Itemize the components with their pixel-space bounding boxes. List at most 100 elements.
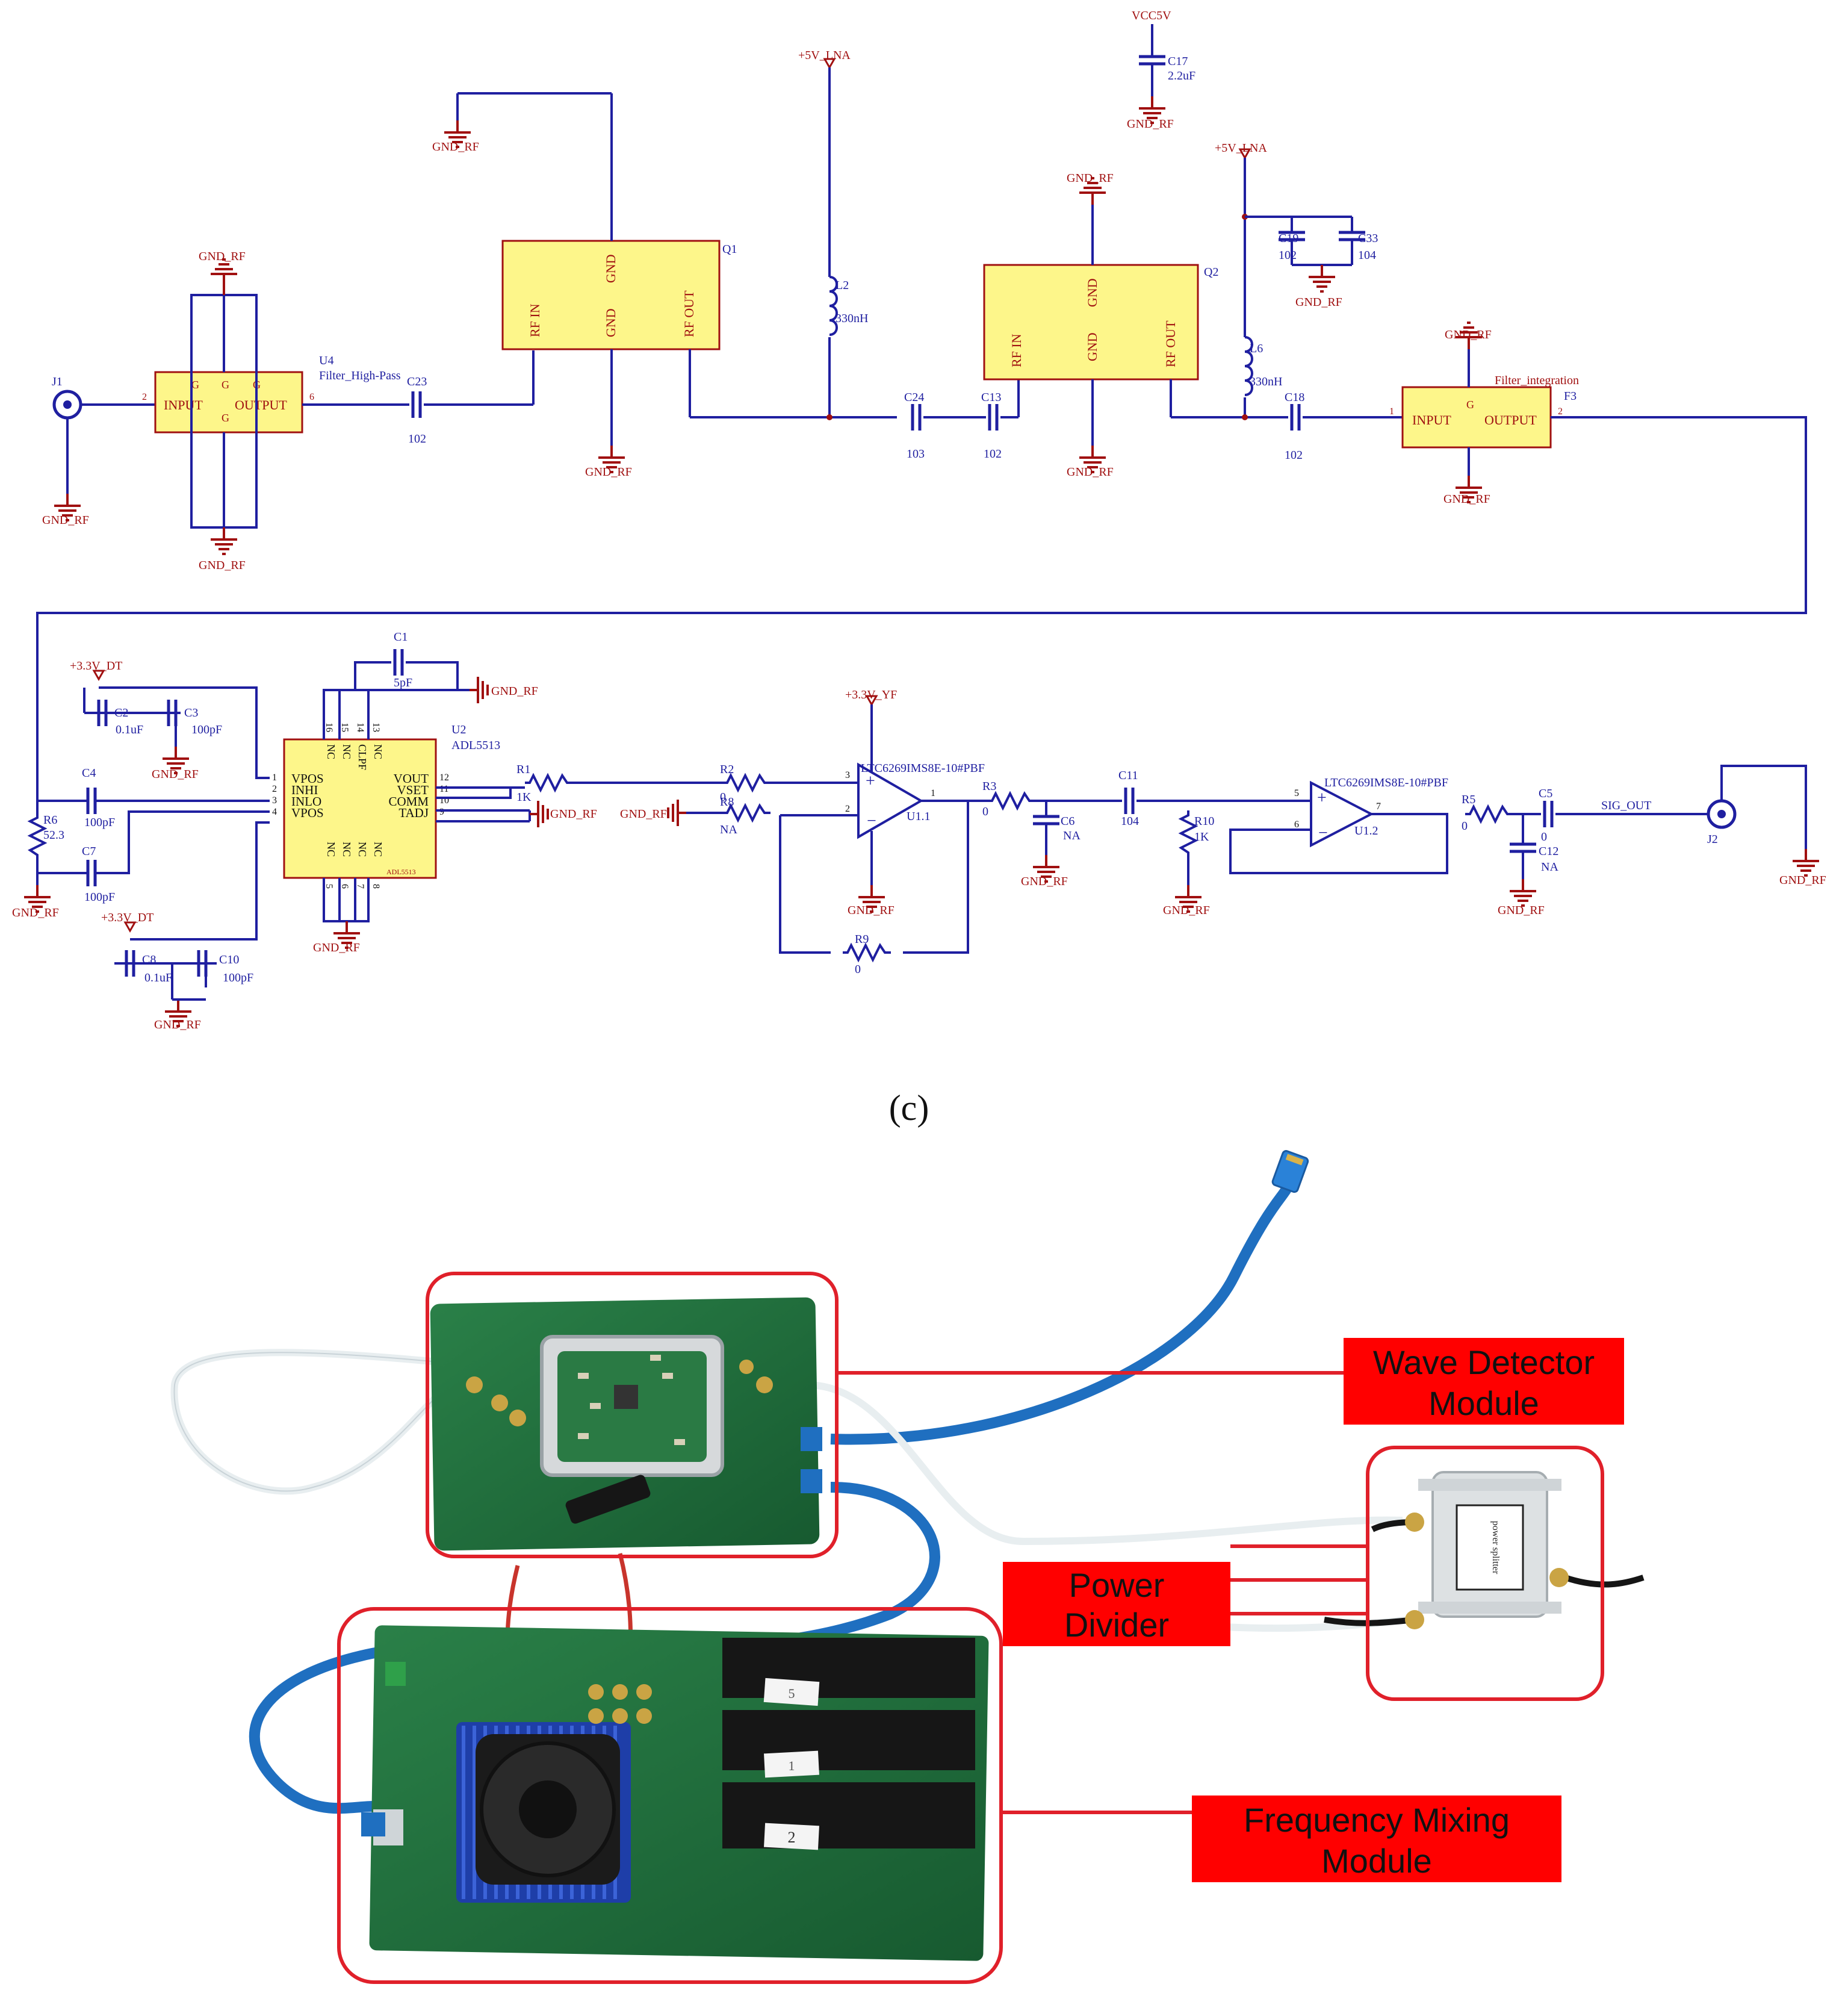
resistor-r8: R8 NA GND_RF (620, 795, 772, 836)
c24-ref: C24 (904, 391, 924, 404)
c12-ref: C12 (1539, 845, 1558, 858)
resistor-r2: R2 0 (720, 763, 858, 804)
r8-ref: R8 (720, 795, 734, 809)
filter-f3: INPUT OUTPUT G Filter_integration F3 GND… (36, 322, 1807, 802)
u2-body-tag: ADL5513 (386, 868, 416, 876)
u2-pin-label: NC (325, 842, 337, 857)
callout-frequency-mixing: Frequency Mixing Module (1192, 1796, 1561, 1882)
gnd-label: GND_RF (199, 559, 246, 572)
l6-val: 330nH (1250, 375, 1282, 388)
u4-input-label: INPUT (164, 397, 203, 412)
u2-pin-number: 6 (340, 884, 350, 889)
c10-val: 100pF (223, 971, 253, 984)
r2-ref: R2 (720, 763, 734, 776)
outline-wave-detector (426, 1272, 839, 1558)
gnd-label: GND_RF (152, 768, 199, 781)
u2-pin-number: 1 (272, 773, 277, 783)
c3-ref: C3 (184, 706, 198, 720)
u4-pin: 2 (142, 392, 147, 402)
u2-pin-label: INHI (291, 783, 318, 797)
q1-ref: Q1 (722, 243, 737, 256)
callout-wave-detector-line2: Module (1428, 1384, 1539, 1422)
callout-wave-detector: Wave Detector Module (1344, 1338, 1624, 1425)
resistor-r1: R1 1K (516, 763, 722, 804)
capacitor-c23: C23 102 (407, 350, 535, 446)
u2-part: ADL5513 (451, 739, 500, 752)
u2-pin-number: 16 (324, 723, 334, 732)
u2-pin-number: 13 (371, 723, 381, 732)
u2-pin-number: 12 (439, 773, 449, 783)
power-divider-device: power splitter (1405, 1471, 1569, 1629)
figure-label: (c) (889, 1088, 929, 1128)
callout-power-divider-line1: Power (1069, 1566, 1165, 1604)
c4-val: 100pF (84, 816, 115, 829)
l2-ref: L2 (836, 279, 849, 292)
u2-pin-label: VOUT (394, 771, 429, 786)
u4-pin: 6 (309, 392, 314, 402)
u2-pin-number: 8 (371, 884, 381, 889)
gnd-label: GND_RF (42, 514, 89, 527)
c5-val: 0 (1541, 830, 1547, 844)
opamp1-plus: + (866, 772, 875, 791)
gnd-label: GND_RF (1445, 328, 1492, 341)
r1-ref: R1 (516, 763, 530, 776)
f3-name: Filter_integration (1495, 374, 1579, 387)
opamp2-pin: 5 (1294, 788, 1299, 798)
capacitor-c18: C18 102 (1285, 391, 1403, 462)
f3-output-label: OUTPUT (1484, 412, 1537, 428)
c24-val: 103 (907, 447, 925, 461)
c7-val: 100pF (84, 891, 115, 904)
wave-detector-board (430, 1297, 822, 1551)
c33-val: 104 (1358, 249, 1376, 262)
inductor-l2: +5V_LNA L2 330nH (798, 49, 868, 420)
q2-gnd-bot: GND (1085, 332, 1100, 361)
callout-frequency-mixing-line1: Frequency Mixing (1244, 1801, 1510, 1839)
callout-frequency-mixing-line2: Module (1321, 1842, 1432, 1880)
u4-output-label: OUTPUT (235, 397, 287, 412)
gnd-label: GND_RF (1067, 172, 1114, 185)
u2-pin-label: NC (372, 744, 384, 759)
opamp2-part: LTC6269IMS8E-10#PBF (1324, 776, 1448, 789)
net-sig-out: SIG_OUT (1601, 799, 1651, 812)
opamp1-pin: 1 (931, 788, 935, 798)
u2-ref: U2 (451, 723, 466, 736)
c2-ref: C2 (114, 706, 128, 720)
ethernet-cable-top (830, 1183, 1294, 1445)
u2-pin-label: CLPF (356, 744, 368, 770)
black-cable-divider-right (1564, 1575, 1645, 1588)
r8-val: NA (720, 823, 737, 836)
r2-val: 0 (720, 791, 726, 804)
u2-pin-label: VSET (397, 783, 429, 797)
u2-pin-label: INLO (291, 794, 321, 809)
u2-pin-label: TADJ (398, 806, 429, 820)
c4-ref: C4 (82, 766, 96, 780)
q1-rfin: RF IN (527, 303, 542, 337)
white-cable-divider-top (806, 1381, 1403, 1546)
u2-pin-label: NC (372, 842, 384, 857)
u4-g1: G (191, 379, 199, 391)
u2-pin-number: 4 (272, 807, 277, 817)
opamp2-plus: + (1317, 789, 1327, 807)
l2-val: 330nH (836, 312, 868, 325)
resistor-r6: GND_RF R6 52.3 (12, 801, 64, 919)
c18-val: 102 (1285, 449, 1303, 462)
r1-val: 1K (516, 791, 532, 804)
opamp-u1-1: + − LTC6269IMS8E-10#PBF U1.1 3 2 1 R9 0 … (779, 688, 987, 976)
gnd-label: GND_RF (1779, 874, 1826, 887)
f3-pin: 1 (1389, 406, 1394, 417)
u4-name: Filter_High-Pass (319, 369, 401, 382)
c2-val: 0.1uF (116, 723, 143, 736)
c8-val: 0.1uF (144, 971, 172, 984)
net-plus5v-lna: +5V_LNA (1215, 141, 1267, 155)
ethernet-plug-icon (1271, 1150, 1309, 1193)
net-plus33v-yf: +3.3V_YF (845, 688, 897, 701)
j2-ref: J2 (1707, 833, 1718, 846)
c33-ref: C33 (1358, 232, 1378, 245)
c12-val: NA (1541, 860, 1558, 874)
u4-ref: U4 (319, 354, 333, 367)
callout-power-divider-line2: Divider (1064, 1606, 1169, 1644)
c18-ref: C18 (1285, 391, 1304, 404)
schematic: J1 GND_RF INPUT OUTPUT G G G G U4 Filter… (12, 9, 1826, 1031)
c8-ref: C8 (142, 953, 156, 966)
c3-val: 100pF (191, 723, 222, 736)
